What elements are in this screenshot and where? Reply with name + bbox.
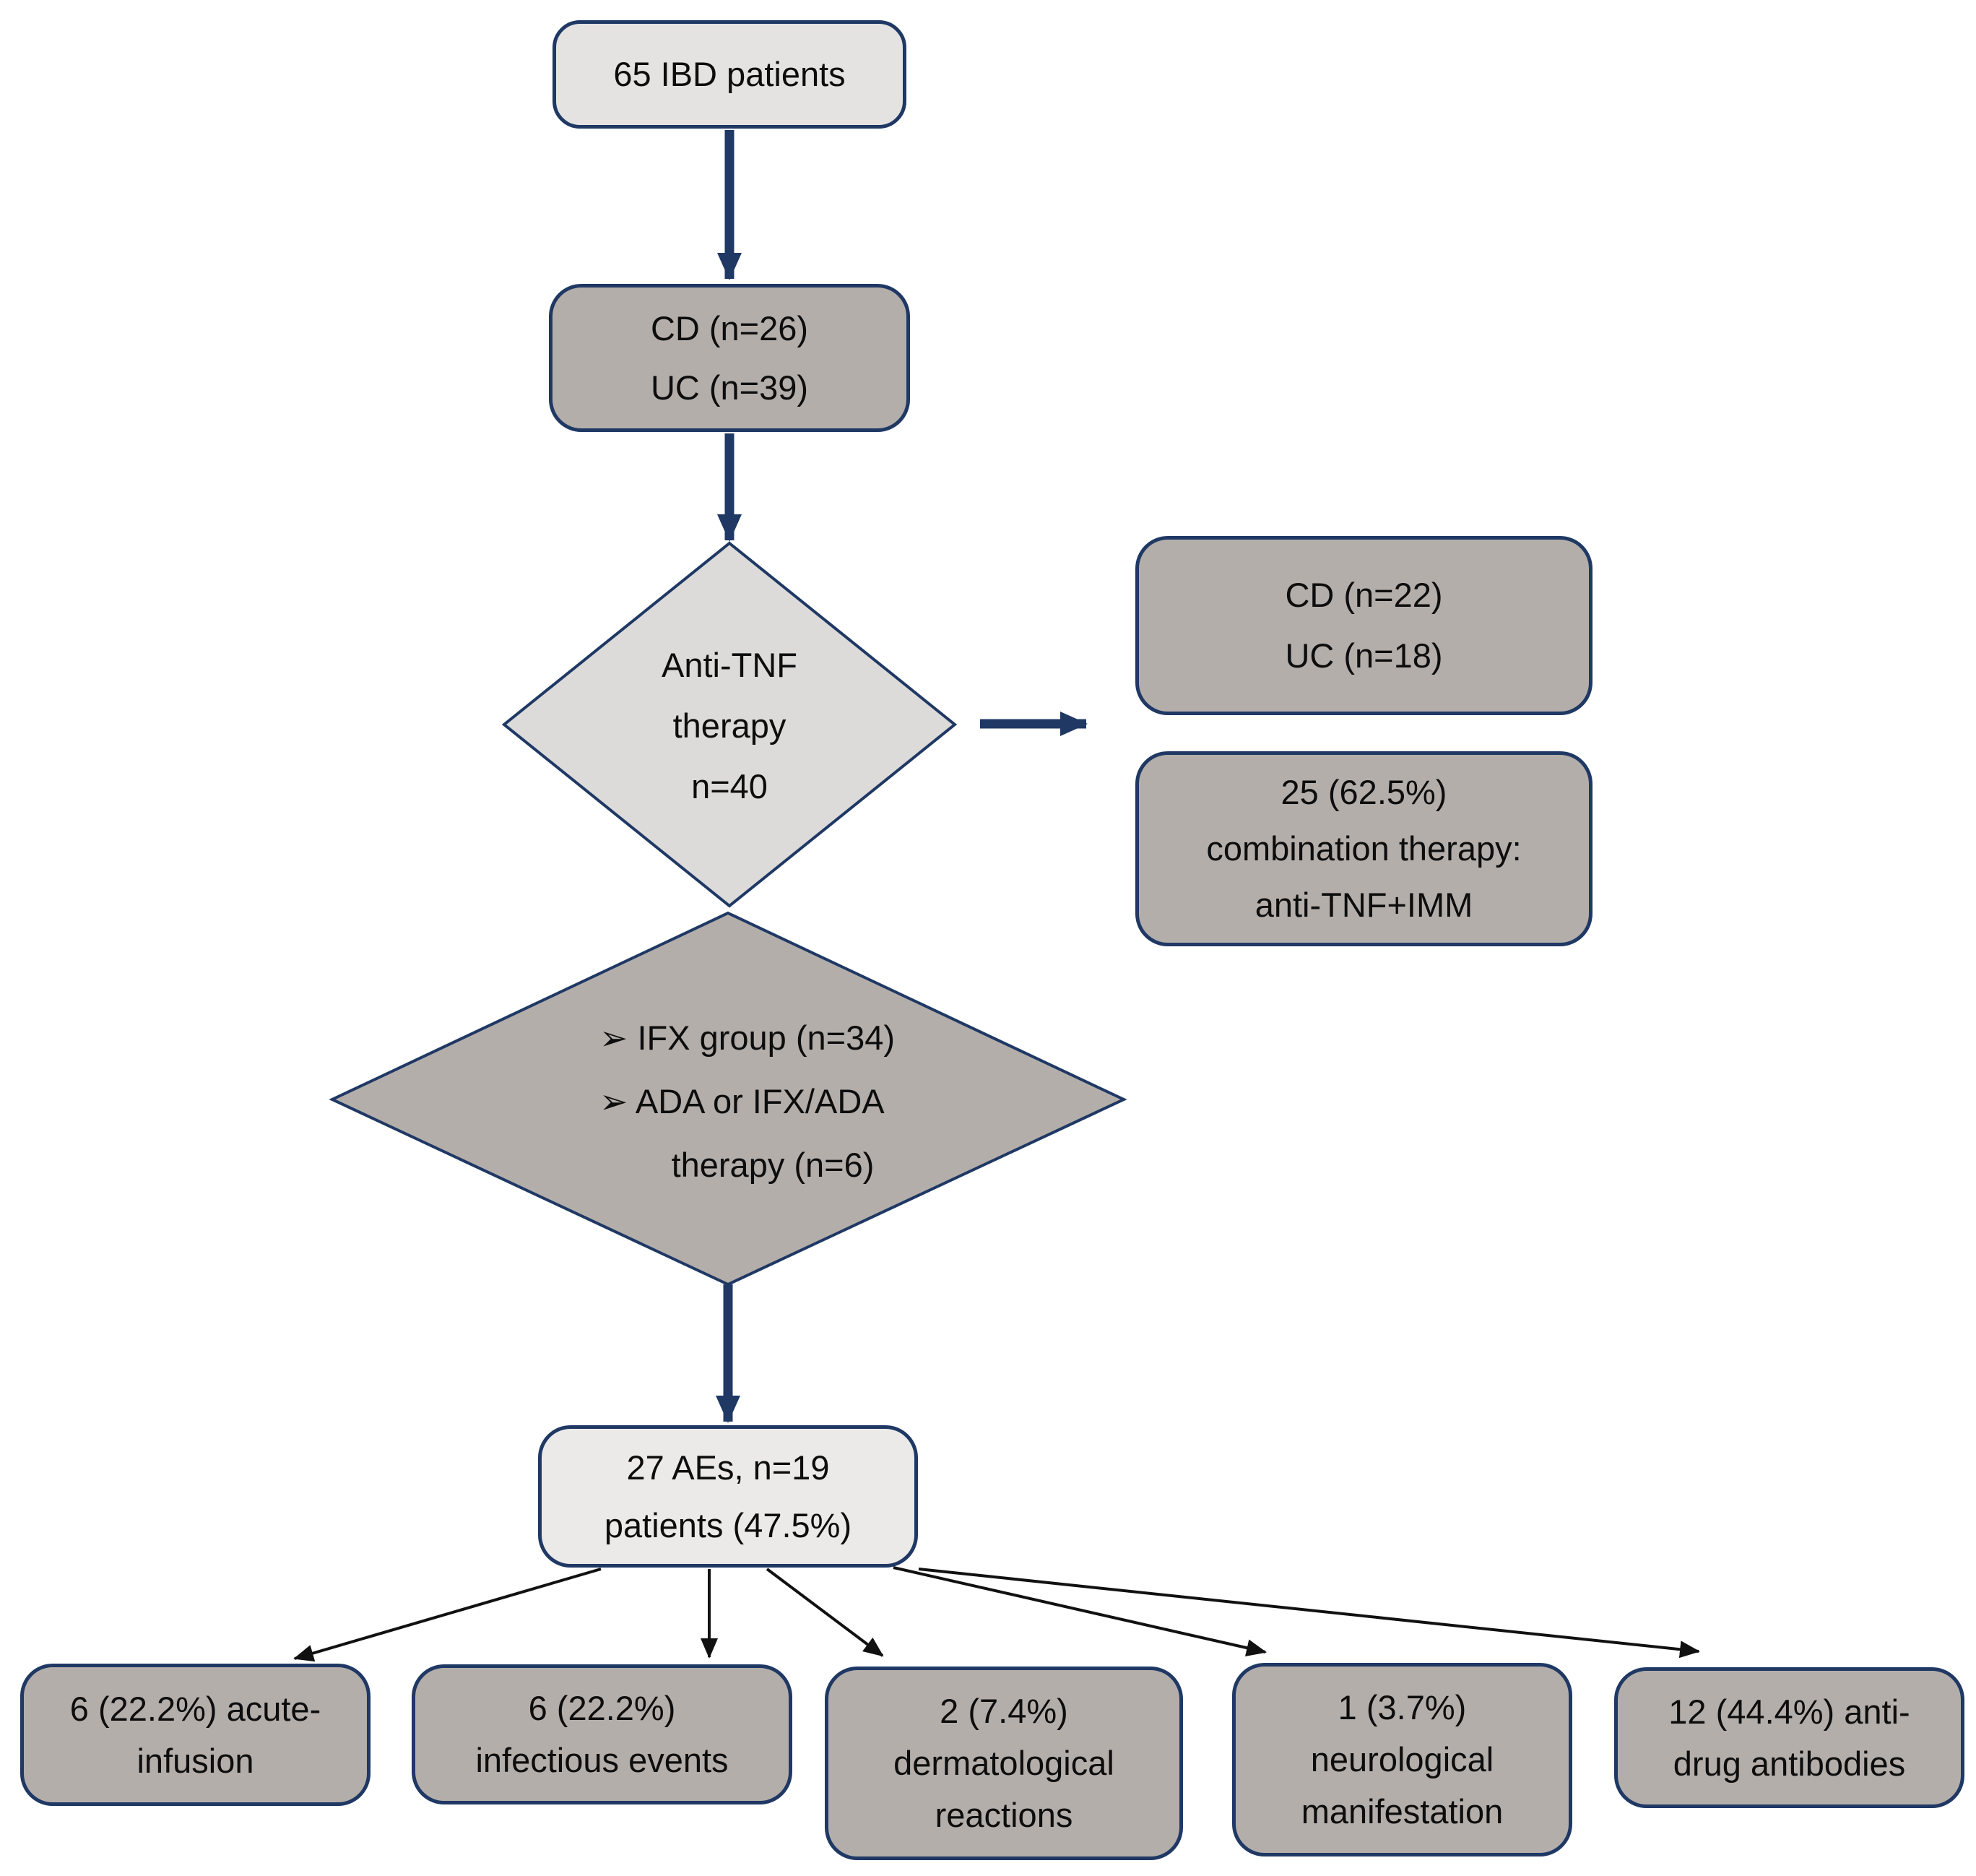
node-ibd-patients: 65 IBD patients xyxy=(552,20,906,129)
node-cd-uc-cohort: CD (n=26) UC (n=39) xyxy=(549,284,910,432)
arrow-ae-to-antibodies xyxy=(918,1568,1700,1659)
node-anti-drug-antibodies: 12 (44.4%) anti- drug antibodies xyxy=(1614,1667,1964,1808)
ada-group-bullet: ➢ ADA or IFX/ADA xyxy=(599,1082,885,1120)
node-acute-infusion: 6 (22.2%) acute- infusion xyxy=(20,1664,370,1806)
node-infectious-events: 6 (22.2%) infectious events xyxy=(412,1664,792,1804)
node-adverse-events: 27 AEs, n=19 patients (47.5%) xyxy=(538,1425,918,1568)
anti-tnf-decision-diamond xyxy=(501,541,958,908)
arrow-ae-to-acute-infusion xyxy=(293,1568,602,1662)
node-dermatological-reactions: 2 (7.4%) dermatological reactions xyxy=(825,1667,1183,1860)
node-no-anti-tnf: CD (n=22) UC (n=18) xyxy=(1135,536,1592,715)
anti-tnf-decision-label: Anti-TNF therapy n=40 xyxy=(662,646,797,805)
arrow-ae-to-dermatological xyxy=(766,1568,884,1657)
node-combination-therapy: 25 (62.5%) combination therapy: anti-TNF… xyxy=(1135,751,1592,946)
node-neurological-manifestation: 1 (3.7%) neurological manifestation xyxy=(1232,1663,1572,1856)
ifx-decision-label: ➢ IFX group (n=34) ➢ ADA or IFX/ADA ther… xyxy=(491,1000,968,1203)
arrow-ae-to-neurological xyxy=(893,1566,1267,1656)
ada-therapy-line: therapy (n=6) xyxy=(671,1146,875,1184)
ifx-group-bullet: ➢ IFX group (n=34) xyxy=(599,1019,896,1057)
